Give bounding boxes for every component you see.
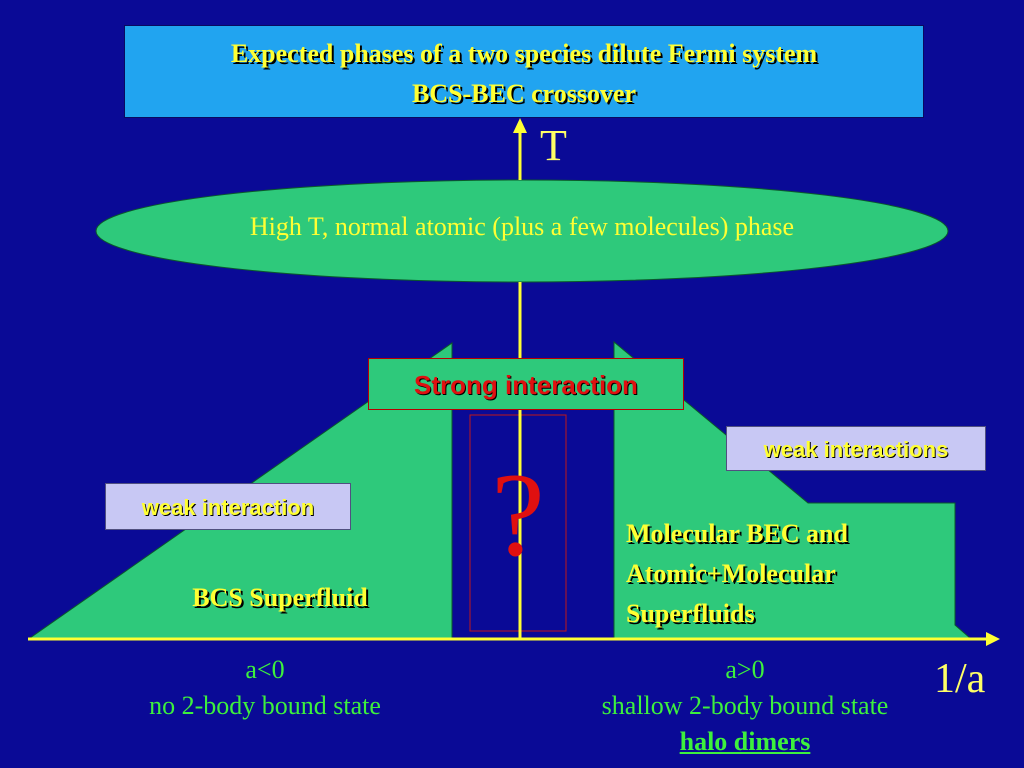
high-t-label: High T, normal atomic (plus a few molecu… (249, 212, 795, 241)
negative-a-description: a<0 no 2-body bound state (90, 652, 440, 724)
positive-a-condition: a>0 (725, 655, 765, 684)
weak-interaction-label: weak interaction (105, 483, 351, 530)
unknown-region-box (469, 414, 567, 632)
bec-label-line-2: Atomic+Molecular (626, 559, 836, 588)
bec-label-line-3: Superfluids (626, 599, 755, 628)
x-axis-label: 1/a (934, 656, 986, 702)
bec-label-line-1: Molecular BEC and (626, 519, 848, 548)
negative-a-condition: a<0 (245, 655, 285, 684)
high-t-ellipse (95, 179, 949, 283)
positive-a-text: shallow 2-body bound state (601, 691, 889, 720)
x-axis-arrowhead (986, 632, 1000, 646)
strong-interaction-label: Strong interaction (368, 358, 684, 410)
y-axis-label: T (540, 121, 567, 170)
t-axis-arrowhead (513, 118, 527, 133)
positive-a-description: a>0 shallow 2-body bound state halo dime… (540, 652, 950, 760)
bec-label: Molecular BEC and Atomic+Molecular Super… (626, 514, 848, 634)
title-line-1: Expected phases of a two species dilute … (230, 39, 818, 68)
weak-interactions-label: weak interactions (726, 426, 986, 471)
negative-a-text: no 2-body bound state (149, 691, 381, 720)
title-box: Expected phases of a two species dilute … (124, 25, 924, 118)
question-mark: ? (491, 448, 545, 581)
bcs-superfluid-label: BCS Superfluid (192, 583, 368, 612)
title-line-2: BCS-BEC crossover (411, 79, 637, 108)
halo-dimers-label: halo dimers (679, 727, 811, 756)
